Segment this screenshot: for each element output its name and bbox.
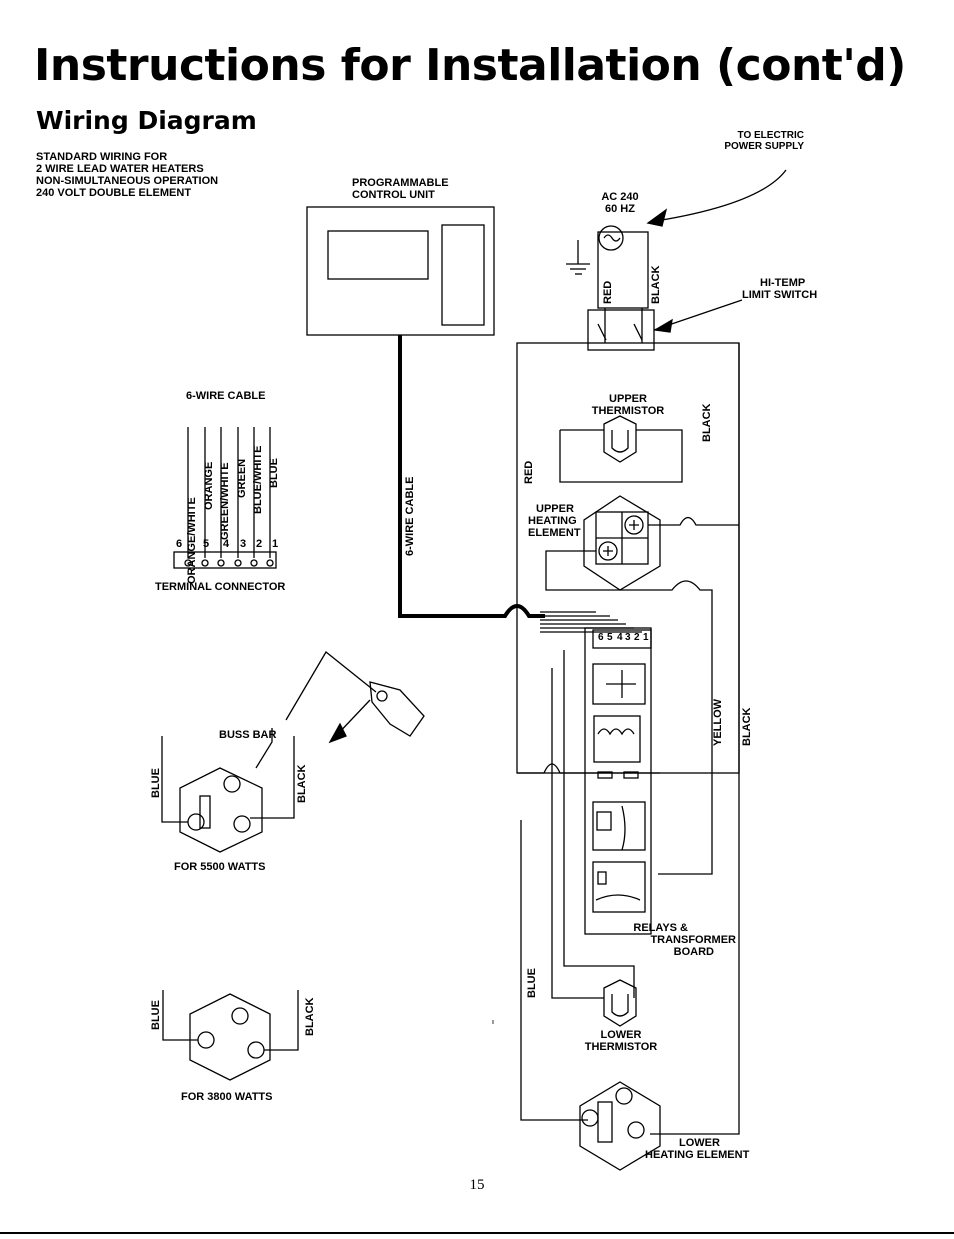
label-line: HEATING ELEMENT xyxy=(645,1149,750,1161)
intro-line: NON-SIMULTANEOUS OPERATION xyxy=(36,175,219,187)
label-line: AC 240 xyxy=(601,191,639,203)
upper-wiring-enclosure xyxy=(516,342,740,774)
label-line: THERMISTOR xyxy=(584,1041,658,1053)
for-5500-watts-label: FOR 5500 WATTS xyxy=(174,861,266,873)
board-terminal-number: 1 xyxy=(643,632,649,643)
power-inlet xyxy=(597,225,649,309)
terminal-number: 1 xyxy=(272,538,279,550)
label-line: HI-TEMP xyxy=(760,277,806,289)
terminal-number: 5 xyxy=(203,538,210,550)
upper-thermistor-label: UPPER THERMISTOR xyxy=(584,393,672,417)
voltage-label: AC 240 60 HZ xyxy=(596,191,644,215)
terminal-connector xyxy=(173,551,277,569)
intro-text: STANDARD WIRING FOR 2 WIRE LEAD WATER HE… xyxy=(36,151,218,199)
intro-line: STANDARD WIRING FOR xyxy=(36,151,168,163)
programmable-control-unit-label: PROGRAMMABLE CONTROL UNIT xyxy=(352,177,449,201)
terminal-number: 6 xyxy=(176,538,183,550)
ground-symbol xyxy=(566,240,590,275)
relays-transformer-board xyxy=(584,627,652,935)
label-line: RELAYS & xyxy=(633,922,688,934)
board-terminal-number: 3 xyxy=(625,632,631,643)
hi-temp-limit-switch-label: HI-TEMP LIMIT SWITCH xyxy=(742,277,817,301)
relays-transformer-board-label: RELAYS & TRANSFORMER BOARD xyxy=(630,922,736,958)
label-line: PROGRAMMABLE xyxy=(352,177,449,189)
label-line: ELEMENT xyxy=(528,527,581,539)
label-line: POWER SUPPLY xyxy=(724,141,804,152)
intro-line: 240 VOLT DOUBLE ELEMENT xyxy=(36,187,192,199)
terminal-number: 3 xyxy=(240,538,247,550)
label-line: UPPER xyxy=(609,393,647,405)
buss-bar-detail xyxy=(285,651,425,744)
programmable-control-unit xyxy=(306,206,495,336)
terminal-number: 4 xyxy=(223,538,230,550)
page-number: 15 xyxy=(469,1177,485,1193)
wire-lower-thermistor xyxy=(551,650,635,999)
upper-thermistor xyxy=(559,415,683,483)
wire-lower-loop xyxy=(520,820,588,1121)
buss-bar-label: BUSS BAR xyxy=(219,729,277,741)
element-3800-watts xyxy=(162,990,299,1081)
board-terminal-number: 2 xyxy=(634,632,640,643)
label-line: TO ELECTRIC xyxy=(737,130,804,141)
six-wire-cable-label: 6-WIRE CABLE xyxy=(186,390,266,402)
label-line: UPPER xyxy=(536,503,574,515)
for-3800-watts-label: FOR 3800 WATTS xyxy=(181,1091,273,1103)
intro-line: 2 WIRE LEAD WATER HEATERS xyxy=(36,163,204,175)
label-line: LOWER xyxy=(679,1137,720,1149)
black-wire-right xyxy=(650,343,740,1135)
cable-fan-in xyxy=(540,611,642,633)
label-line: LIMIT SWITCH xyxy=(742,289,818,301)
terminal-number: 2 xyxy=(256,538,263,550)
six-wire-cable-run xyxy=(398,335,545,618)
power-supply-arrow xyxy=(646,169,787,227)
diagram-title: Wiring Diagram xyxy=(36,106,257,135)
board-terminal-number: 4 xyxy=(617,632,623,643)
label-line: LOWER xyxy=(600,1029,642,1041)
terminal-connector-label: TERMINAL CONNECTOR xyxy=(155,581,286,593)
cable-wire-bundle xyxy=(187,427,271,558)
wire-red-top xyxy=(604,308,643,343)
lower-heating-element xyxy=(579,1081,661,1171)
power-supply-label: TO ELECTRIC POWER SUPPLY xyxy=(700,130,804,152)
element-5500-watts xyxy=(161,728,295,853)
label-line: BOARD xyxy=(673,946,714,958)
board-terminal-number: 6 xyxy=(598,632,604,643)
label-line: HEATING xyxy=(528,515,577,527)
lower-heating-element-label: LOWER HEATING ELEMENT xyxy=(645,1137,749,1161)
upper-heating-element xyxy=(545,495,739,875)
label-line: CONTROL UNIT xyxy=(352,189,435,201)
board-terminal-number: 5 xyxy=(607,632,613,643)
label-line: TRANSFORMER xyxy=(650,934,736,946)
footer-rule xyxy=(0,1232,954,1234)
label-line: THERMISTOR xyxy=(591,405,665,417)
lower-thermistor xyxy=(603,979,637,1027)
page-title: Instructions for Installation (cont'd) xyxy=(34,40,906,91)
label-line: 60 HZ xyxy=(605,203,635,215)
lower-thermistor-label: LOWER THERMISTOR xyxy=(576,1029,666,1053)
upper-heating-element-label: UPPER HEATING ELEMENT xyxy=(528,503,581,539)
